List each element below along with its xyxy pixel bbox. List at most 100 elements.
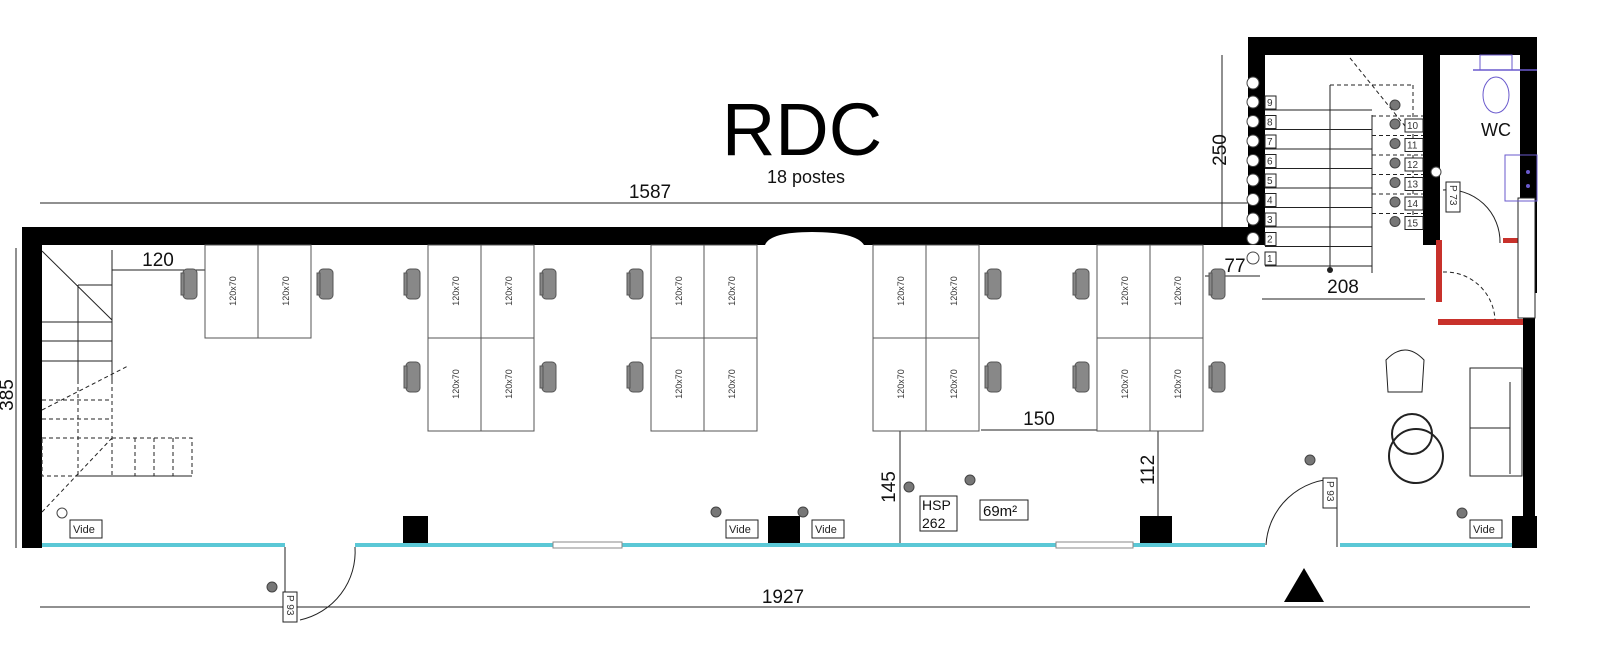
desk[interactable]: 120x70 <box>1149 244 1204 339</box>
desk-size-label: 120x70 <box>674 276 684 306</box>
step-number: 7 <box>1267 137 1273 148</box>
dimension-annex-width: 208 <box>1262 277 1425 300</box>
office-chair-icon[interactable] <box>541 361 557 393</box>
step-number: 9 <box>1267 98 1273 109</box>
office-chair-icon[interactable] <box>318 268 334 300</box>
step-number: 10 <box>1407 121 1419 132</box>
sensor-icon <box>1246 232 1260 245</box>
vide-tag: Vide <box>725 519 759 539</box>
desk-size-label: 120x70 <box>949 369 959 399</box>
wc-label: WC <box>1481 120 1511 140</box>
step-number-box <box>1264 134 1277 149</box>
sensor-icon <box>903 481 915 493</box>
office-chair-icon[interactable] <box>1210 268 1226 300</box>
door-label: P 93 <box>284 595 295 616</box>
desk-surface <box>427 337 482 432</box>
office-chair-icon[interactable] <box>986 361 1002 393</box>
step-number: 1 <box>1267 254 1273 265</box>
desk-size-label: 120x70 <box>504 276 514 306</box>
desk[interactable]: 120x70 <box>650 244 705 339</box>
office-chair-icon[interactable] <box>1074 268 1090 300</box>
chair-arm-icon <box>1072 365 1077 389</box>
desk[interactable]: 120x70 <box>925 244 980 339</box>
desk-surface <box>1096 244 1151 339</box>
office-chair-icon[interactable] <box>628 268 644 300</box>
desk[interactable]: 120x70 <box>872 337 927 432</box>
side-table-icon <box>1391 413 1433 455</box>
sensor-icon <box>1389 138 1401 149</box>
desk[interactable]: 120x70 <box>872 244 927 339</box>
desk-surface <box>703 337 758 432</box>
desk-size-label: 120x70 <box>674 369 684 399</box>
chair-arm-icon <box>1208 365 1213 389</box>
sensor-icon <box>1389 177 1401 188</box>
door-entrance[interactable]: P 93 <box>1265 477 1338 547</box>
walls <box>22 37 1537 548</box>
desk[interactable]: 120x70 <box>427 244 482 339</box>
desk[interactable]: 120x70 <box>703 244 758 339</box>
dimension-label: 208 <box>1327 277 1359 298</box>
desk[interactable]: 120x70 <box>257 244 312 339</box>
office-chair-icon[interactable] <box>986 268 1002 300</box>
desk[interactable]: 120x70 <box>204 244 259 339</box>
step-number: 11 <box>1407 141 1418 152</box>
desk[interactable]: 120x70 <box>480 337 535 432</box>
area-value: 69m² <box>983 503 1017 520</box>
desk-surface <box>204 244 259 339</box>
door-label: P 73 <box>1447 185 1458 206</box>
desk[interactable]: 120x70 <box>650 337 705 432</box>
desk[interactable]: 120x70 <box>925 337 980 432</box>
office-chair-icon[interactable] <box>405 268 421 300</box>
sensor-icon <box>56 507 68 519</box>
desk-surface <box>480 337 535 432</box>
dimension-label: 1927 <box>762 587 804 608</box>
door-label: P 93 <box>1324 481 1335 502</box>
sensor-icon <box>1246 115 1260 128</box>
office-chair-icon[interactable] <box>405 361 421 393</box>
chair-arm-icon <box>984 365 989 389</box>
desk[interactable]: 120x70 <box>1096 337 1151 432</box>
area-tag: 69m² <box>979 499 1029 521</box>
desk[interactable]: 120x70 <box>703 337 758 432</box>
step-number-box <box>1404 157 1424 172</box>
sensor-icon <box>797 506 809 518</box>
desk-size-label: 120x70 <box>228 276 238 306</box>
sensor-icon <box>1246 251 1260 265</box>
sensor-icon <box>1246 154 1260 167</box>
dimension-label: 1587 <box>629 182 671 203</box>
step-number-box <box>1404 177 1424 191</box>
office-chair-icon[interactable] <box>182 268 198 300</box>
door-left[interactable]: P 93 <box>282 546 356 623</box>
office-chair-icon[interactable] <box>1074 361 1090 393</box>
vide-label: Vide <box>815 524 837 536</box>
dimension-label: 112 <box>1138 455 1159 485</box>
desk-size-label: 120x70 <box>727 276 737 306</box>
desk-size-label: 120x70 <box>451 369 461 399</box>
dimension-label: 145 <box>879 471 900 503</box>
desk[interactable]: 120x70 <box>480 244 535 339</box>
step-number-box <box>1264 232 1277 246</box>
coffee-table-icon <box>1388 428 1444 484</box>
door-wc[interactable]: P 73 <box>1445 181 1461 213</box>
vide-label: Vide <box>1473 524 1495 536</box>
vide-box <box>811 519 845 539</box>
sensor-icon <box>1430 166 1442 178</box>
desk[interactable]: 120x70 <box>427 337 482 432</box>
step-number: 13 <box>1407 180 1419 191</box>
step-number: 5 <box>1267 176 1273 187</box>
step-number-box <box>1264 173 1277 188</box>
desk-size-label: 120x70 <box>1120 369 1130 399</box>
chair-arm-icon <box>1208 272 1213 296</box>
office-chair-icon[interactable] <box>628 361 644 393</box>
toilet-icon <box>1482 76 1510 114</box>
desk-size-label: 120x70 <box>1173 276 1183 306</box>
desk[interactable]: 120x70 <box>1096 244 1151 339</box>
office-chair-icon[interactable] <box>1210 361 1226 393</box>
step-number: 2 <box>1267 235 1273 246</box>
left-staircase <box>41 250 193 513</box>
step-number-box <box>1404 138 1424 152</box>
office-chair-icon[interactable] <box>541 268 557 300</box>
desk[interactable]: 120x70 <box>1149 337 1204 432</box>
ceiling-height-tag: HSP 262 <box>919 495 958 532</box>
dimension-annex-depth: 250 <box>1210 55 1231 232</box>
